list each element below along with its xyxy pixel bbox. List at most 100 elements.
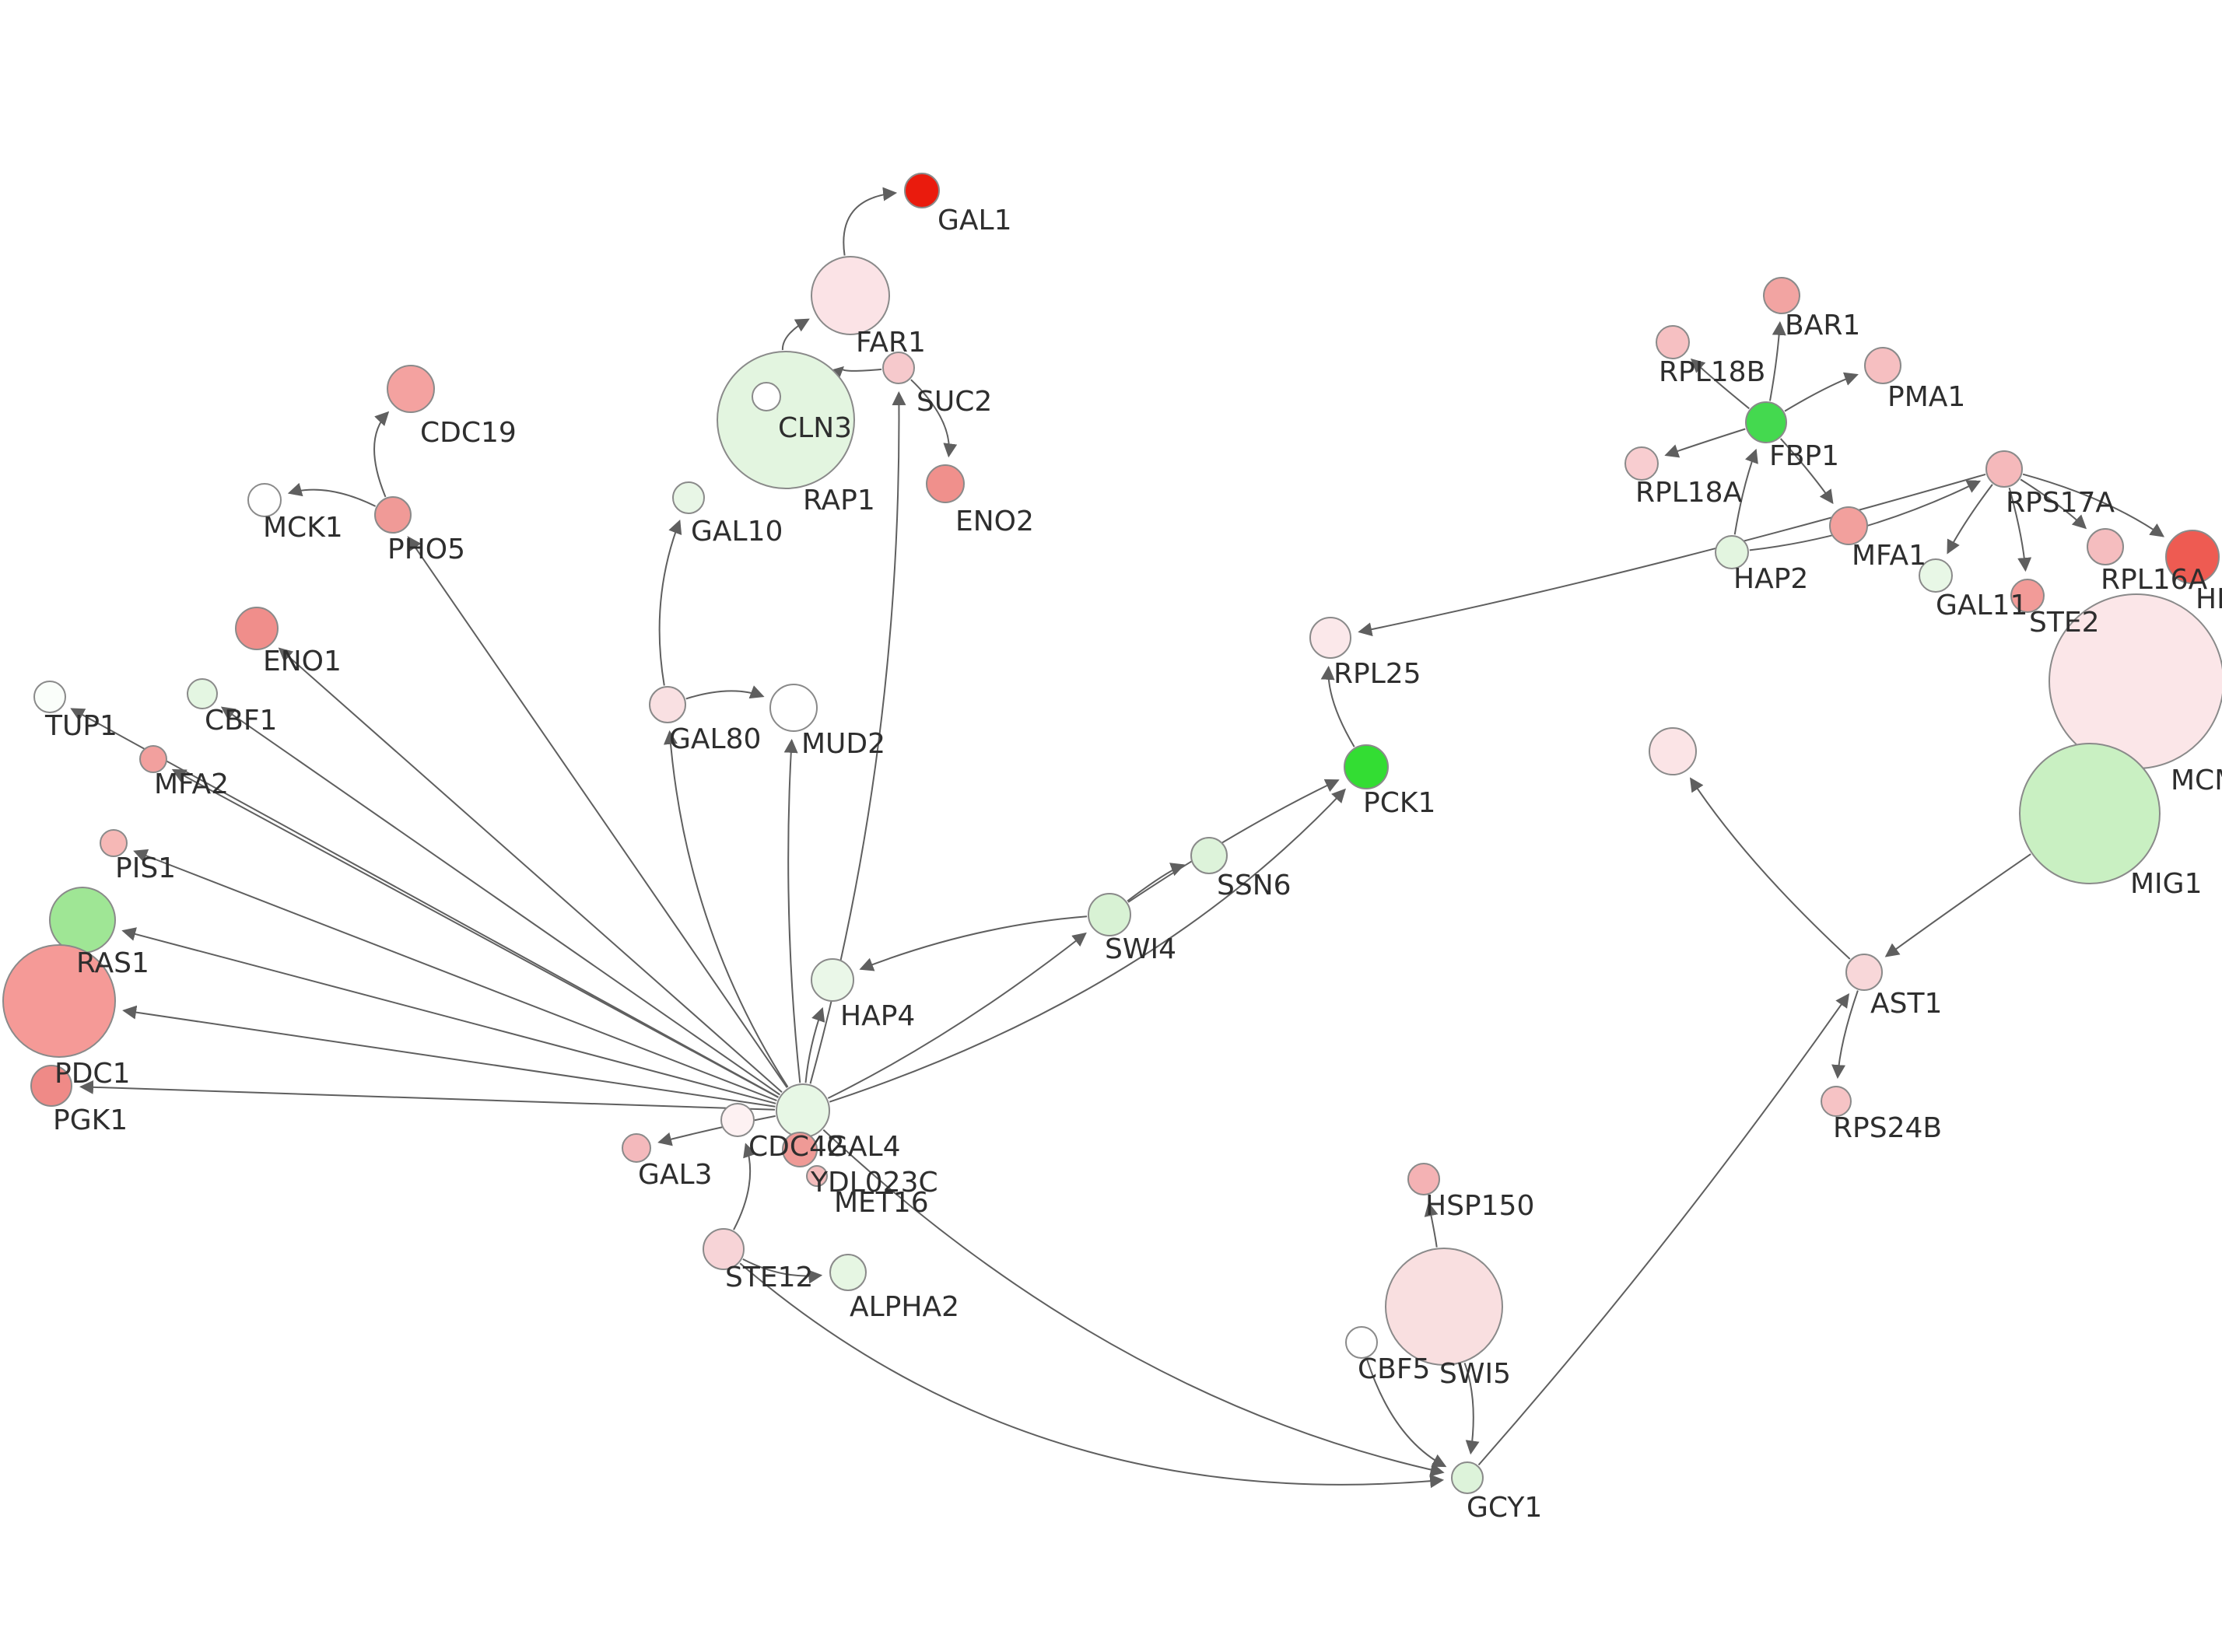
edge-rps17a-his4 bbox=[2022, 473, 2165, 537]
node-mcm1[interactable] bbox=[2049, 593, 2222, 769]
edge-pck1-rpl25 bbox=[1320, 665, 1355, 747]
edge-rps17a-rpl25 bbox=[1358, 473, 1986, 636]
node-eno2[interactable] bbox=[926, 464, 965, 503]
edge-far1-gal1 bbox=[843, 187, 898, 256]
node-label-mig1: MIG1 bbox=[2130, 868, 2202, 900]
edge-gal4-pho5 bbox=[407, 536, 788, 1088]
node-eno1[interactable] bbox=[235, 607, 279, 650]
node-label-alpha2: ALPHA2 bbox=[850, 1291, 959, 1323]
edge-ste12-cdc42 bbox=[733, 1143, 757, 1230]
edge-ast1-n1 bbox=[1689, 777, 1851, 960]
node-pck1[interactable] bbox=[1344, 744, 1389, 789]
node-mfa2[interactable] bbox=[139, 745, 167, 773]
node-met16[interactable] bbox=[806, 1165, 828, 1187]
node-pgk1[interactable] bbox=[30, 1065, 72, 1107]
node-label-gal3: GAL3 bbox=[638, 1159, 712, 1191]
node-hap4[interactable] bbox=[811, 958, 854, 1002]
node-label-ste12: STE12 bbox=[725, 1262, 813, 1293]
node-label-rps17a: RPS17A bbox=[2006, 487, 2115, 519]
edge-gal4-ras1 bbox=[121, 927, 776, 1104]
node-label-mud2: MUD2 bbox=[801, 728, 885, 760]
node-label-his4: HIS4 bbox=[2196, 583, 2222, 615]
node-rap1[interactable] bbox=[752, 382, 781, 411]
edge-fbp1-pma1 bbox=[1784, 372, 1859, 412]
node-ast1[interactable] bbox=[1845, 954, 1883, 991]
node-ras1[interactable] bbox=[49, 887, 116, 954]
node-rpl25[interactable] bbox=[1309, 617, 1351, 659]
node-pis1[interactable] bbox=[100, 829, 128, 857]
edge-gal4-gcy1 bbox=[822, 1129, 1445, 1477]
node-swi5[interactable] bbox=[1385, 1248, 1503, 1366]
node-label-swi4: SWI4 bbox=[1105, 933, 1176, 965]
node-gal3[interactable] bbox=[622, 1133, 651, 1163]
node-ssn6[interactable] bbox=[1190, 837, 1228, 874]
edge-rps17a-gal11 bbox=[1947, 484, 1993, 555]
node-gal80[interactable] bbox=[649, 686, 686, 723]
node-pma1[interactable] bbox=[1864, 347, 1901, 384]
node-label-pgk1: PGK1 bbox=[53, 1104, 128, 1136]
node-label-ast1: AST1 bbox=[1870, 988, 1942, 1020]
edge-fbp1-mfa1 bbox=[1779, 438, 1834, 505]
node-gal11[interactable] bbox=[1919, 558, 1953, 593]
node-label-pho5: PHO5 bbox=[387, 534, 465, 565]
node-ydl023c[interactable] bbox=[782, 1132, 818, 1167]
node-rpl18a[interactable] bbox=[1624, 446, 1659, 481]
edge-pho5-cdc19 bbox=[373, 411, 390, 498]
node-tup1[interactable] bbox=[33, 681, 66, 713]
edge-rps17a-rpl16a bbox=[2020, 478, 2087, 530]
edge-mig1-ast1 bbox=[1884, 853, 2031, 957]
edge-pho5-mck1 bbox=[287, 482, 377, 507]
edge-gal4-pis1 bbox=[133, 849, 777, 1101]
edge-gal80-gal10 bbox=[658, 520, 682, 686]
edge-gal4-eno1 bbox=[278, 647, 783, 1093]
edge-fbp1-rpl18b bbox=[1690, 358, 1750, 410]
node-mud2[interactable] bbox=[769, 684, 818, 732]
node-his4[interactable] bbox=[2165, 530, 2220, 584]
node-cln3[interactable] bbox=[717, 351, 855, 489]
node-bar1[interactable] bbox=[1763, 277, 1800, 314]
node-cbf1[interactable] bbox=[187, 678, 218, 709]
node-ste12[interactable] bbox=[703, 1228, 745, 1270]
edge-swi5-hsp150 bbox=[1424, 1202, 1439, 1248]
node-pho5[interactable] bbox=[374, 496, 412, 534]
node-rpl18b[interactable] bbox=[1656, 325, 1690, 359]
node-gal10[interactable] bbox=[672, 481, 705, 514]
node-gal1[interactable] bbox=[904, 173, 940, 208]
node-mig1[interactable] bbox=[2019, 743, 2161, 884]
node-ste2[interactable] bbox=[2010, 579, 2045, 613]
node-unlabeled[interactable] bbox=[1649, 727, 1697, 775]
node-swi4[interactable] bbox=[1088, 893, 1131, 936]
node-alpha2[interactable] bbox=[829, 1254, 867, 1291]
node-label-mfa1: MFA1 bbox=[1852, 540, 1926, 572]
node-label-hap2: HAP2 bbox=[1733, 563, 1808, 595]
node-pdc1[interactable] bbox=[2, 944, 116, 1058]
node-suc2[interactable] bbox=[882, 352, 915, 384]
node-mfa1[interactable] bbox=[1829, 506, 1868, 545]
edge-swi4-pck1 bbox=[1127, 779, 1340, 903]
node-cbf5[interactable] bbox=[1345, 1326, 1378, 1359]
node-far1[interactable] bbox=[811, 256, 890, 335]
node-mck1[interactable] bbox=[247, 483, 282, 517]
node-cdc42[interactable] bbox=[720, 1103, 755, 1137]
node-label-pma1: PMA1 bbox=[1887, 381, 1965, 413]
edge-suc2-cln3 bbox=[829, 366, 882, 381]
node-label-ydl023c: YDL023C bbox=[810, 1167, 938, 1199]
node-rps24b[interactable] bbox=[1821, 1086, 1852, 1117]
node-label-cdc19: CDC19 bbox=[420, 417, 517, 449]
node-rpl16a[interactable] bbox=[2087, 528, 2124, 565]
node-gcy1[interactable] bbox=[1451, 1461, 1484, 1494]
edge-cbf5-gcy1 bbox=[1365, 1358, 1447, 1468]
node-rps17a[interactable] bbox=[1985, 450, 2023, 488]
node-label-gal80: GAL80 bbox=[669, 723, 761, 755]
node-fbp1[interactable] bbox=[1745, 401, 1787, 443]
node-cdc19[interactable] bbox=[387, 365, 435, 413]
node-label-gal10: GAL10 bbox=[691, 516, 783, 548]
node-hsp150[interactable] bbox=[1407, 1163, 1440, 1195]
node-label-fbp1: FBP1 bbox=[1769, 440, 1839, 472]
node-label-rpl18a: RPL18A bbox=[1635, 477, 1743, 509]
node-hap2[interactable] bbox=[1715, 535, 1749, 569]
node-label-rpl25: RPL25 bbox=[1334, 658, 1421, 690]
node-gal4[interactable] bbox=[776, 1083, 830, 1138]
